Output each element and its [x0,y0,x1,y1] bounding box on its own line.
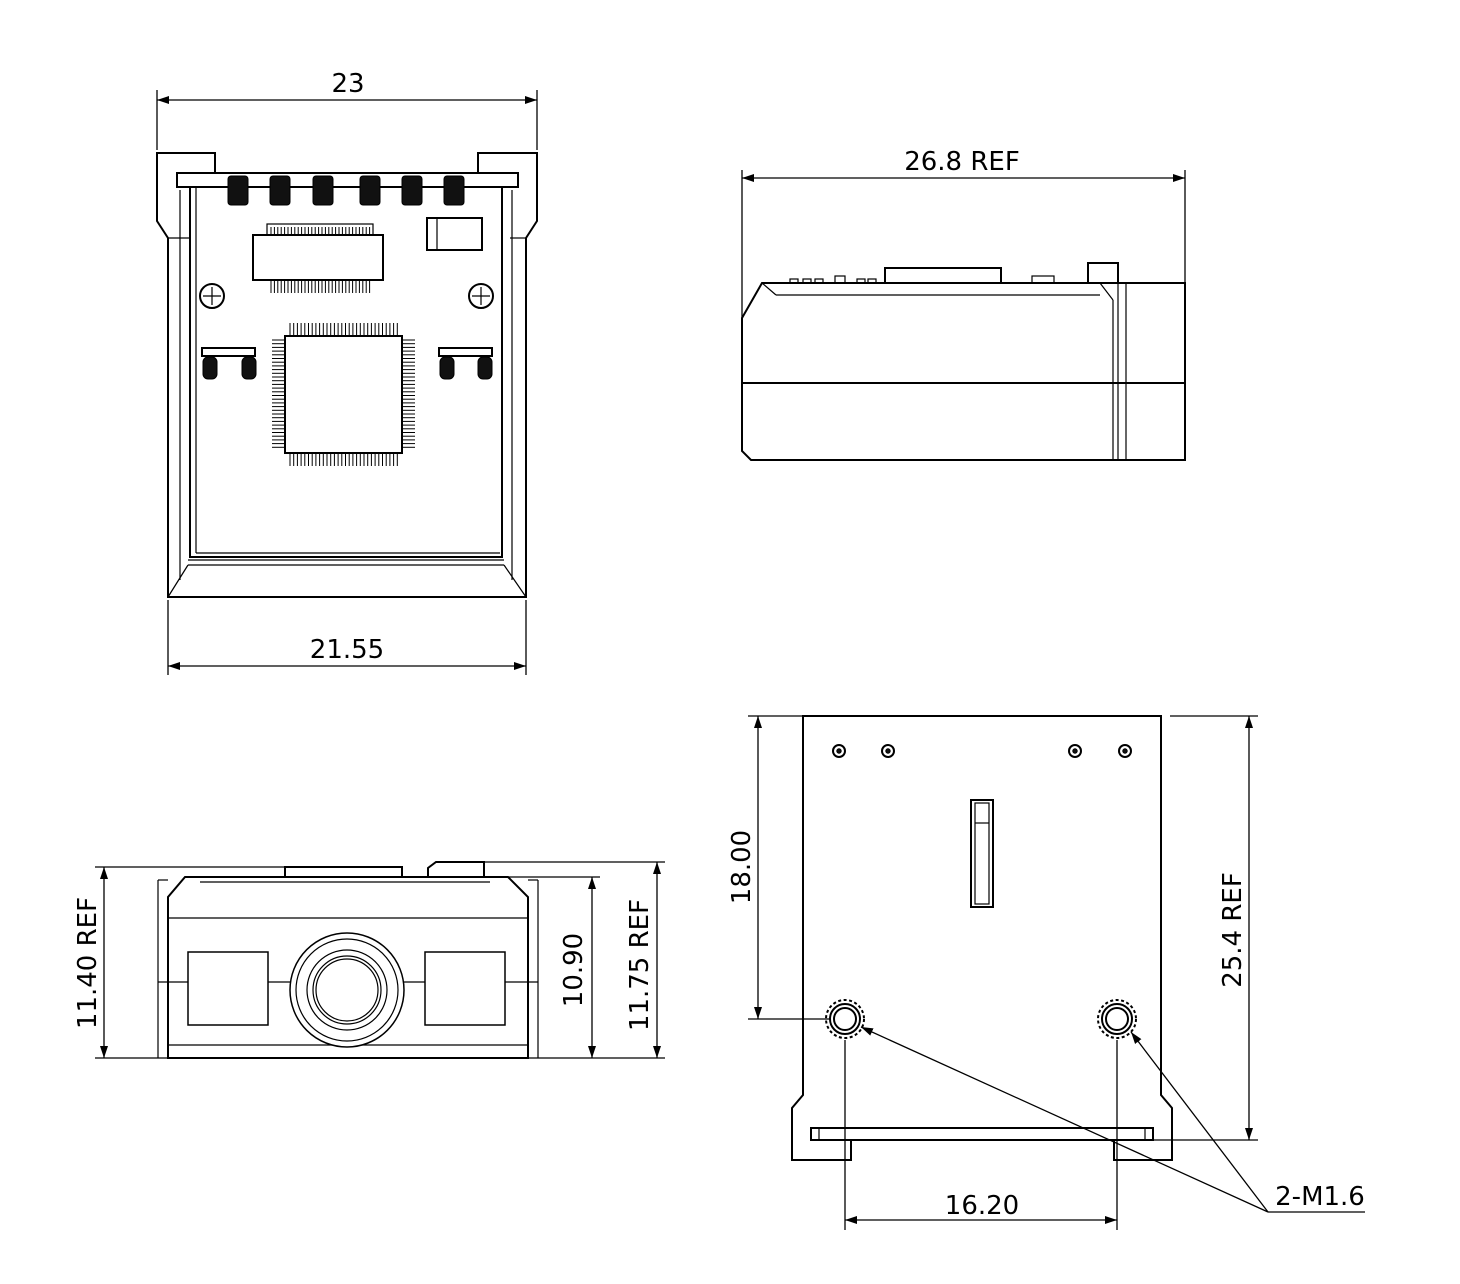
thread-callout: 2-M1.6 [860,1026,1365,1213]
dimension-23: 23 [156,69,538,150]
dimension-11-40-ref: 11.40 REF [73,866,285,1059]
small-hole-4 [1118,744,1132,758]
dimension-16-20-label: 16.20 [945,1191,1019,1221]
dimension-18-00: 18.00 [727,715,830,1020]
pcb-top-edge [176,172,519,188]
front-view: 11.40 REF 10.90 11.75 REF [73,861,665,1059]
window-left [187,951,269,1026]
pcb-board [189,186,503,558]
top-view: 23 21.55 [156,69,538,675]
qfp-chip [272,323,415,466]
bottom-body-outline [791,715,1173,1161]
dimension-10-90-label: 10.90 [559,933,589,1007]
dimension-11-75-ref-label: 11.75 REF [625,899,655,1031]
dual-pad-right [438,347,493,380]
slot-component [970,799,994,908]
dimension-26-8-ref: 26.8 REF [741,147,1186,318]
small-component [426,217,483,251]
thread-callout-label: 2-M1.6 [1275,1182,1365,1212]
threaded-hole-left-icon [825,999,865,1039]
fpc-connector [252,223,384,293]
dual-pad-left [201,347,257,380]
dimension-23-label: 23 [331,69,364,99]
small-hole-3 [1068,744,1082,758]
dimension-10-90: 10.90 [508,876,600,1059]
dimension-25-4-ref-label: 25.4 REF [1218,872,1248,988]
dimension-11-75-ref: 11.75 REF [484,861,665,1059]
dimension-16-20: 16.20 [844,1040,1118,1230]
dimension-21-55-label: 21.55 [310,635,384,665]
dimension-26-8-ref-label: 26.8 REF [904,147,1020,177]
window-right [424,951,506,1026]
bottom-view: 18.00 25.4 REF 16.20 2-M1.6 [727,715,1365,1230]
side-view: 26.8 REF [741,147,1186,461]
lens-icon [289,932,405,1048]
small-hole-1 [832,744,846,758]
dimension-11-40-ref-label: 11.40 REF [73,897,103,1029]
dimension-18-00-label: 18.00 [727,830,757,904]
screw-right-icon [468,283,494,309]
small-hole-2 [881,744,895,758]
dimension-21-55: 21.55 [167,600,527,675]
dimension-25-4-ref: 25.4 REF [1114,715,1258,1141]
screw-left-icon [199,283,225,309]
threaded-hole-right-icon [1097,999,1137,1039]
